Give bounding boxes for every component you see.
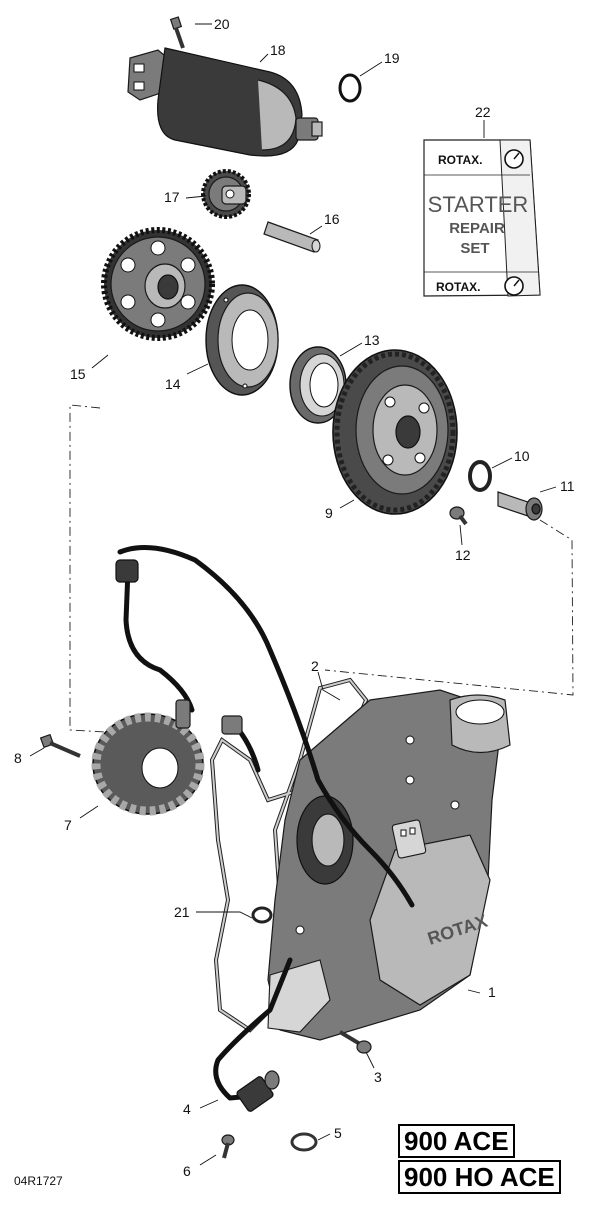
callout-13: 13	[364, 332, 380, 348]
starter-repair-set-card: ROTAX. STARTER REPAIR SET ROTAX.	[423, 139, 541, 297]
callout-3: 3	[374, 1069, 382, 1085]
stator	[91, 699, 205, 816]
callout-16: 16	[324, 211, 340, 227]
starter-motor	[127, 47, 323, 157]
starter-bolt	[169, 16, 185, 49]
kit-brand-bottom: ROTAX.	[436, 280, 480, 294]
flywheel-washer	[468, 460, 492, 492]
wire-clip	[251, 906, 273, 924]
ring-gear	[101, 227, 215, 341]
sensor-screw	[221, 1134, 235, 1159]
callout-1: 1	[488, 984, 496, 1000]
callout-labels: 1 2 3 4 5 6 7 8 9 10 11 12 13 14 15 16 1…	[14, 16, 575, 1179]
callout-6: 6	[183, 1163, 191, 1179]
callout-20: 20	[214, 16, 230, 32]
callout-5: 5	[334, 1125, 342, 1141]
callout-10: 10	[514, 448, 530, 464]
callout-19: 19	[384, 50, 400, 66]
alignment-frame	[69, 404, 106, 733]
leader-lines	[29, 23, 557, 1166]
intermediate-gear	[201, 169, 251, 219]
kit-title-set: SET	[460, 240, 489, 257]
cover-connector	[391, 819, 427, 859]
reference-code: 04R1727	[14, 1174, 63, 1188]
callout-11: 11	[560, 478, 575, 494]
callout-17: 17	[164, 189, 180, 205]
gear-shaft	[263, 221, 321, 253]
callout-15: 15	[70, 366, 86, 382]
model-label-900-ho-ace: 900 HO ACE	[398, 1160, 561, 1194]
callout-22: 22	[475, 104, 491, 120]
alignment-frame-right	[324, 519, 574, 696]
starter-o-ring	[338, 73, 362, 103]
position-sensor	[236, 1070, 280, 1112]
callout-14: 14	[165, 376, 181, 392]
flywheel-screw	[449, 506, 468, 526]
callout-12: 12	[455, 547, 471, 563]
bearing-ring	[289, 346, 347, 424]
sensor-o-ring	[290, 1132, 318, 1152]
stator-bolt	[39, 733, 81, 758]
callout-18: 18	[270, 42, 286, 58]
sprag-clutch	[205, 284, 279, 396]
kit-title-starter: STARTER	[428, 192, 529, 217]
callout-7: 7	[64, 817, 72, 833]
flywheel-rotor	[332, 349, 458, 515]
callout-8: 8	[14, 750, 22, 766]
kit-brand-top: ROTAX.	[438, 153, 482, 167]
callout-9: 9	[325, 505, 333, 521]
cover-bolt	[338, 1030, 372, 1054]
callout-4: 4	[183, 1101, 191, 1117]
callout-21: 21	[174, 904, 190, 920]
model-label-900-ace: 900 ACE	[398, 1124, 515, 1158]
stator-harness	[115, 545, 415, 1101]
callout-2: 2	[311, 658, 319, 674]
kit-title-repair: REPAIR	[449, 220, 505, 237]
flywheel-bolt	[497, 491, 543, 521]
